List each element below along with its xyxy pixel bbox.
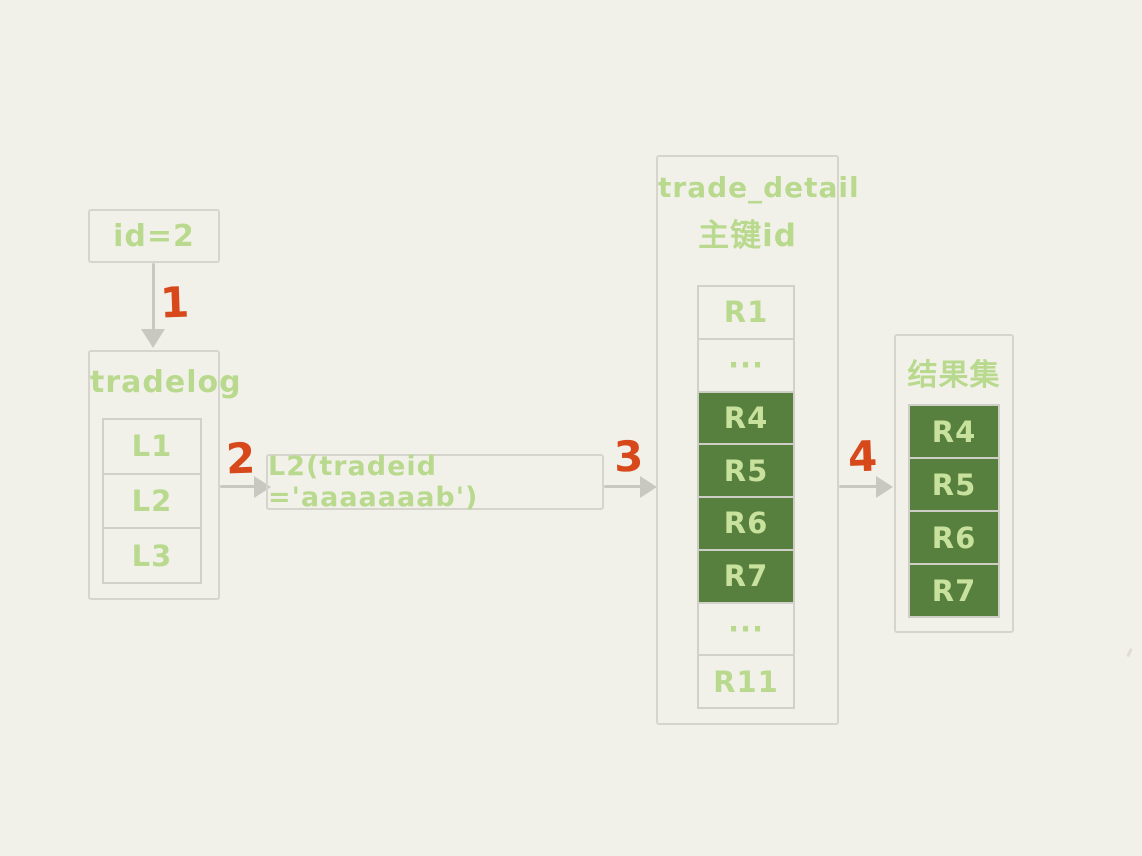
- trade-detail-row: ···: [697, 337, 795, 393]
- result-set-row: R5: [908, 457, 1000, 512]
- id-value-label: id=2: [113, 218, 195, 254]
- arrow-3-line: [604, 485, 642, 488]
- step-3-label: 3: [613, 431, 645, 482]
- trade-detail-subtitle: 主键id: [698, 218, 797, 254]
- step-4-label: 4: [847, 431, 879, 482]
- result-set-box: 结果集 R4 R5 R6 R7: [894, 334, 1014, 633]
- trade-detail-row: R5: [697, 443, 795, 498]
- stray-pen-mark: [1126, 647, 1133, 658]
- step-2-label: 2: [225, 433, 257, 484]
- tradelog-table: tradelog L1 L2 L3: [88, 350, 242, 600]
- trade-detail-row: R4: [697, 390, 795, 446]
- index-lookup-label: L2(tradeid ='aaaaaaab'): [268, 451, 479, 513]
- trade-detail-row: ···: [697, 601, 795, 657]
- trade-detail-table: trade_detail 主键id R1 ··· R4 R5 R6 R7 ···…: [656, 155, 860, 725]
- trade-detail-row: R1: [697, 285, 795, 340]
- id-value-box: id=2: [88, 209, 220, 263]
- tradelog-rows: L1 L2 L3: [102, 418, 202, 585]
- result-set-row: R4: [908, 404, 1000, 459]
- tradelog-row: L1: [102, 418, 202, 475]
- arrow-4-head-icon: [876, 476, 893, 498]
- trade-detail-title: trade_detail: [658, 171, 860, 204]
- index-lookup-box: L2(tradeid ='aaaaaaab'): [266, 451, 604, 513]
- trade-detail-row: R11: [697, 654, 795, 709]
- result-set-row: R7: [908, 563, 1000, 618]
- result-set-title: 结果集: [907, 358, 1001, 393]
- arrow-4-line: [839, 485, 879, 488]
- trade-detail-rows: R1 ··· R4 R5 R6 R7 ··· R11: [697, 285, 795, 709]
- result-set-row: R6: [908, 510, 1000, 565]
- arrow-2-line: [220, 485, 258, 488]
- result-set-rows: R4 R5 R6 R7: [908, 404, 1000, 618]
- tradelog-row: L3: [102, 527, 202, 585]
- tradelog-title: tradelog: [90, 365, 242, 400]
- trade-detail-row: R6: [697, 496, 795, 551]
- arrow-3-head-icon: [640, 476, 657, 498]
- trade-detail-row: R7: [697, 548, 795, 604]
- arrow-1-line: [152, 263, 155, 331]
- step-1-label: 1: [159, 277, 191, 328]
- tradelog-row: L2: [102, 472, 202, 530]
- arrow-1-head-icon: [141, 329, 165, 348]
